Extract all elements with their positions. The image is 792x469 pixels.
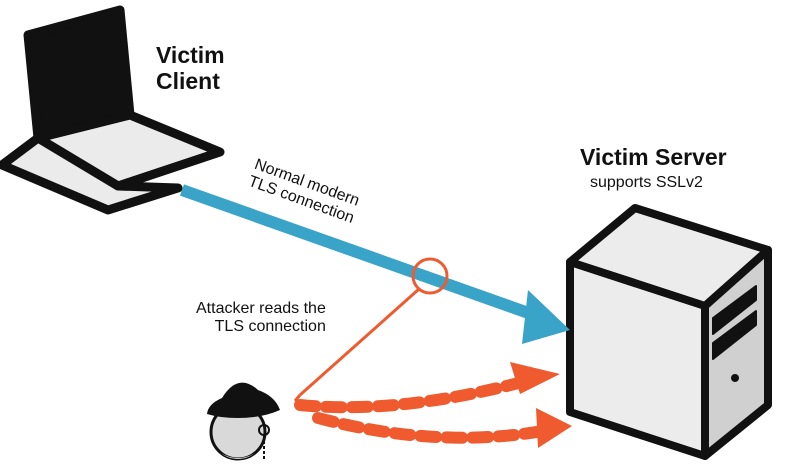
server-subtitle: supports SSLv2: [590, 174, 703, 191]
attack-arrows: [294, 374, 554, 444]
attacker-label-line2: TLS connection: [214, 318, 326, 336]
server-title: Victim Server: [580, 144, 727, 170]
spy-hat-icon: [207, 382, 280, 461]
client-title: Victim Client: [156, 42, 225, 95]
attacker-label-line1: Attacker reads the: [196, 300, 326, 317]
client-title-line1: Victim: [156, 42, 225, 68]
attacker-label: Attacker reads the TLS connection: [196, 300, 326, 337]
server-tower-icon: [566, 204, 772, 460]
laptop-icon: [0, 5, 225, 215]
interception-marker: [293, 257, 449, 402]
client-title-line2: Client: [156, 68, 220, 95]
attack-arrowheads: [510, 362, 572, 448]
tls-connection-arrow: [179, 184, 570, 344]
